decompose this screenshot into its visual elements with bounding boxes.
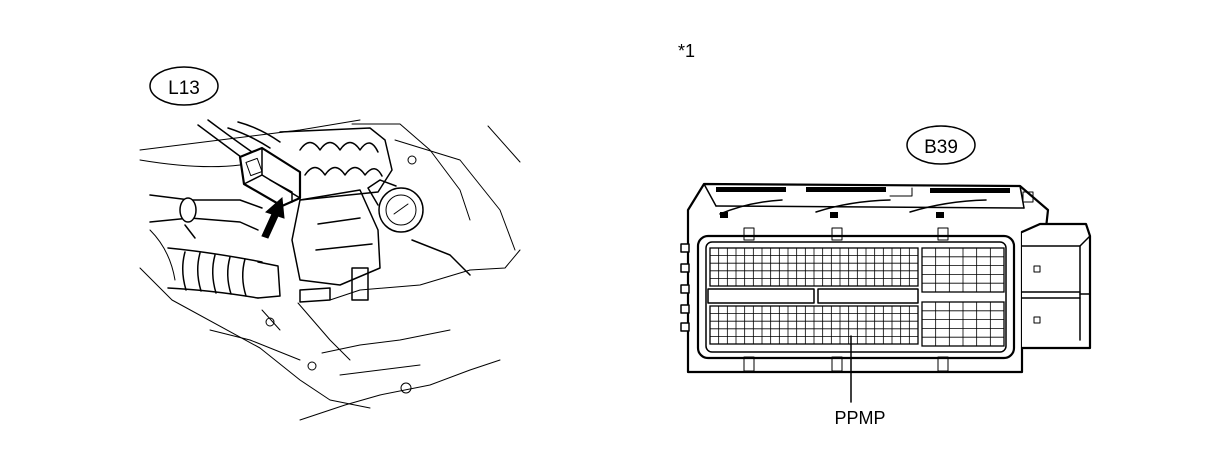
l13-label: L13: [168, 78, 200, 99]
pin-grid-upper-right: [921, 247, 1005, 293]
corrugated-hose-lower: [167, 247, 281, 299]
l13-label-badge: L13: [149, 66, 219, 106]
round-sensor: [367, 179, 424, 233]
b39-label: B39: [924, 137, 958, 158]
pin-grid-upper-left: [709, 247, 919, 287]
corrugated-hose-upper: [279, 127, 393, 201]
l13-connector: [238, 146, 302, 208]
engine-bracket: [291, 189, 471, 303]
pointer-arrow: [261, 196, 285, 239]
latch-bar: [707, 288, 919, 304]
ecu-connector-face: [696, 234, 1016, 360]
ecu-side-module: [1020, 222, 1092, 350]
b39-label-badge: B39: [906, 125, 976, 165]
pin-grid-lower-left: [709, 305, 919, 345]
bolt-holes: [265, 155, 417, 394]
l13-engine-view: L13: [139, 66, 521, 421]
ppmp-callout: PPMP: [834, 335, 886, 428]
coolant-hose-left: [149, 194, 263, 239]
pin-grid-lower-right: [921, 301, 1005, 347]
callout-marker: *1: [678, 41, 695, 61]
engine-frame-lines: [139, 119, 521, 421]
ppmp-label: PPMP: [834, 408, 885, 428]
b39-connector-view: *1 B39: [678, 41, 1092, 428]
